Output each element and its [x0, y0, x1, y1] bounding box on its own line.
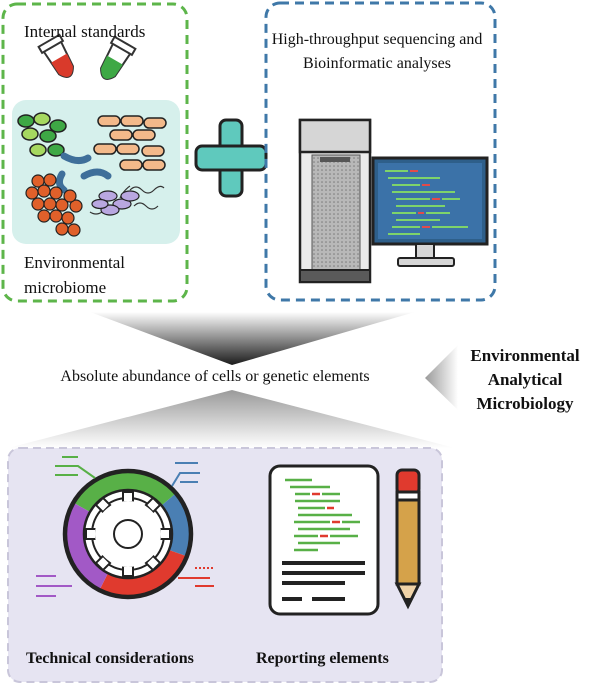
- blue-vibrio-icon: [55, 152, 112, 194]
- technical-considerations-label: Technical considerations: [26, 650, 194, 667]
- green-tube-icon: [100, 35, 137, 80]
- left-panel-border: [1, 2, 189, 303]
- environmental-analytical-microbiology-title: Environmental Analytical Microbiology: [470, 346, 580, 413]
- environmental-microbiome-label: Environmental microbiome: [24, 253, 126, 297]
- orange-rods-icon: [93, 115, 167, 171]
- ring-callouts: [36, 456, 214, 597]
- red-tube-icon: [37, 33, 74, 78]
- right-panel-border: [264, 1, 497, 302]
- internal-standards-label: Internal standards: [24, 22, 146, 41]
- ring-gear-icon: [62, 468, 194, 600]
- plus-icon: [194, 118, 268, 198]
- server-tower-icon: [298, 118, 372, 284]
- document-icon: [268, 464, 380, 616]
- side-arrow: [425, 345, 458, 410]
- sequencing-label: High-throughput sequencing and Bioinform…: [271, 31, 483, 72]
- red-cocci-cluster-icon: [25, 173, 83, 237]
- pencil-icon: [394, 468, 422, 610]
- reporting-elements-label: Reporting elements: [256, 650, 389, 667]
- absolute-abundance-label: Absolute abundance of cells or genetic e…: [60, 368, 370, 385]
- top-funnel: [90, 312, 415, 365]
- purple-flagellated-icon: [89, 185, 165, 216]
- bottom-funnel: [8, 390, 455, 448]
- green-cocci-icon: [17, 112, 67, 157]
- monitor-code-lines: [385, 170, 468, 235]
